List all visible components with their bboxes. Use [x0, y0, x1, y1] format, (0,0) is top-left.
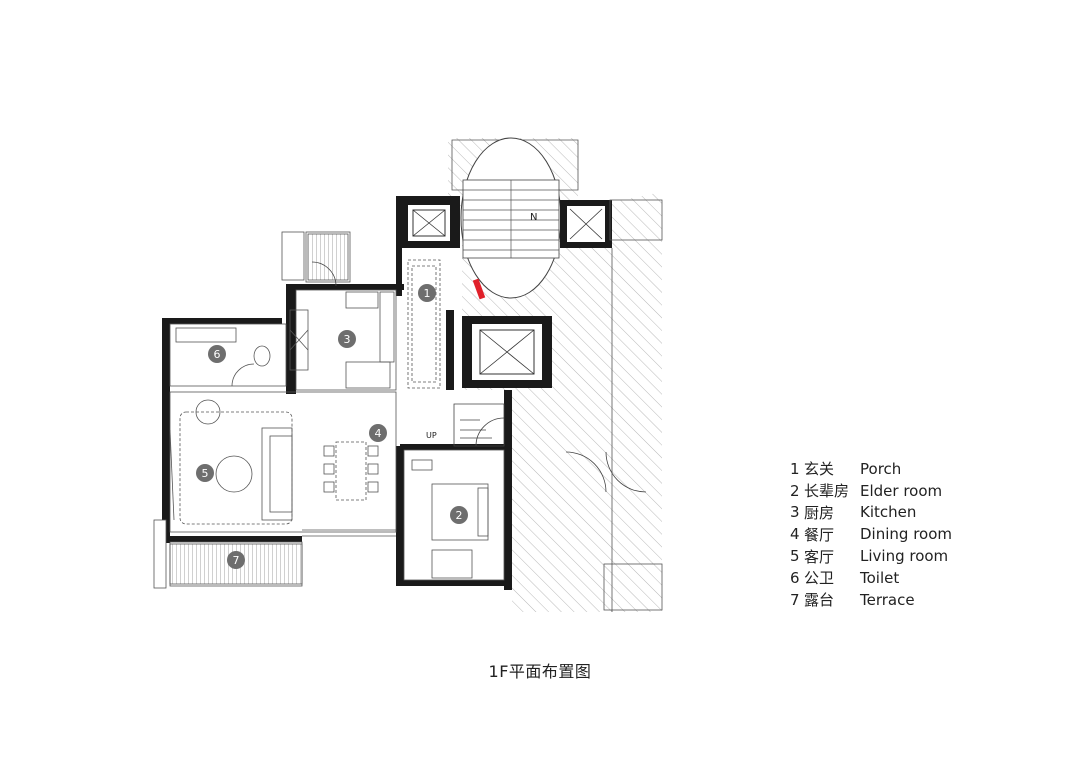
- room-marker-4: 4: [369, 424, 387, 442]
- legend-number: 7: [790, 590, 800, 609]
- legend-number: 6: [790, 568, 800, 587]
- north-label: N: [530, 212, 537, 223]
- room-marker-6: 6: [208, 345, 226, 363]
- legend-en-name: Elder room: [860, 481, 943, 500]
- plan-caption: 1F平面布置图: [488, 662, 592, 681]
- porch-cabinet: [407, 259, 441, 389]
- svg-text:3: 3: [344, 333, 351, 346]
- legend-row: 5 客厅 Living room: [790, 545, 952, 567]
- stair-up-label: UP: [426, 431, 437, 440]
- svg-text:7: 7: [233, 554, 240, 567]
- legend-en-name: Toilet: [860, 568, 900, 587]
- legend-row: 2 长辈房 Elder room: [790, 480, 952, 502]
- legend-en-name: Dining room: [860, 525, 952, 544]
- legend-cn-name: 公卫: [804, 569, 835, 588]
- room-marker-1: 1: [418, 284, 436, 302]
- svg-text:1: 1: [424, 287, 431, 300]
- svg-text:2: 2: [456, 509, 463, 522]
- room-marker-3: 3: [338, 330, 356, 348]
- legend-cn-name: 餐厅: [804, 525, 835, 544]
- elevator-core-right: [560, 200, 612, 248]
- main-stair: N: [460, 137, 562, 299]
- elevator-core-left: [398, 196, 460, 248]
- kitchen-balcony-deck: [281, 231, 349, 281]
- legend-row: 1 玄关 Porch: [790, 458, 952, 480]
- svg-text:4: 4: [375, 427, 382, 440]
- elder-room-furniture: [411, 459, 489, 579]
- legend-cn-name: 露台: [804, 591, 835, 610]
- terrace-deck: [153, 519, 303, 589]
- legend-cn-name: 客厅: [804, 547, 835, 566]
- kitchen-fixtures: [289, 291, 395, 389]
- dining-furniture: [323, 441, 379, 501]
- exterior-walls: [162, 196, 512, 590]
- legend-number: 3: [790, 503, 800, 522]
- legend-number: 1: [790, 459, 800, 478]
- room-legend: 1 玄关 Porch 2 长辈房 Elder room 3 厨房 Kitchen…: [790, 458, 952, 611]
- room-marker-2: 2: [450, 506, 468, 524]
- legend-en-name: Terrace: [860, 590, 915, 609]
- doors: [311, 261, 647, 493]
- legend-en-name: Living room: [860, 547, 949, 566]
- room-marker-5: 5: [196, 464, 214, 482]
- inner-stair: UP: [426, 403, 505, 447]
- legend-row: 3 厨房 Kitchen: [790, 502, 952, 524]
- svg-text:5: 5: [202, 467, 209, 480]
- neighbour-outline: [603, 199, 663, 612]
- toilet-fixtures: [175, 327, 271, 387]
- legend-en-name: Porch: [860, 459, 902, 478]
- legend-en-name: Kitchen: [860, 503, 917, 522]
- legend-row: 4 餐厅 Dining room: [790, 523, 952, 545]
- interior-lines: [169, 231, 505, 587]
- legend-number: 5: [790, 547, 800, 566]
- legend-number: 4: [790, 525, 800, 544]
- legend-number: 2: [790, 481, 800, 500]
- legend-row: 6 公卫 Toilet: [790, 567, 952, 589]
- legend-cn-name: 玄关: [804, 460, 835, 479]
- entry-marker: [472, 278, 486, 300]
- elevator-core-center: [462, 316, 552, 388]
- legend-cn-name: 长辈房: [804, 482, 850, 501]
- living-furniture: [169, 399, 293, 525]
- svg-text:6: 6: [214, 348, 221, 361]
- legend-cn-name: 厨房: [804, 503, 835, 522]
- room-marker-7: 7: [227, 551, 245, 569]
- legend-row: 7 露台 Terrace: [790, 589, 952, 611]
